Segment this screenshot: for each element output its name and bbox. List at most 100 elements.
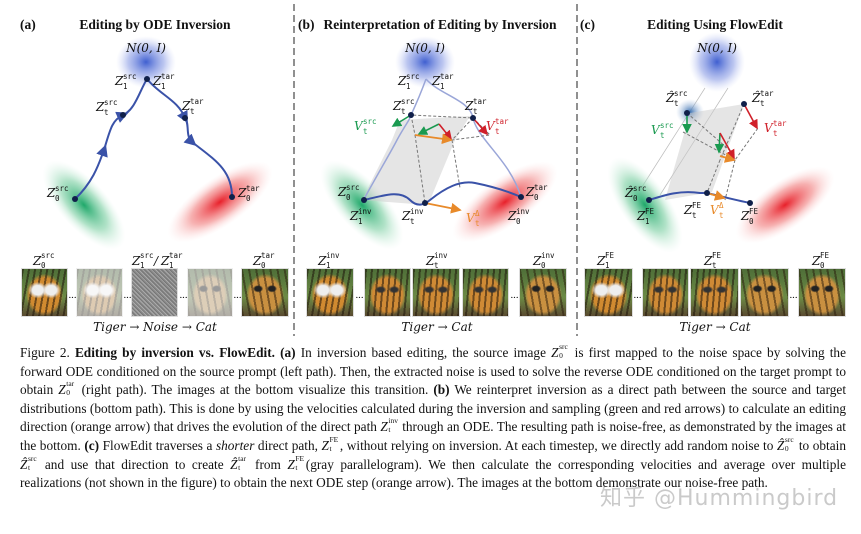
svg-text:Z: Z — [32, 254, 42, 268]
svg-text:0: 0 — [633, 194, 638, 203]
svg-text:1: 1 — [440, 82, 445, 91]
svg-text:FE: FE — [605, 251, 615, 260]
svg-text:Z: Z — [152, 74, 162, 88]
intermediate-image — [462, 268, 509, 317]
svg-text:Z: Z — [401, 209, 411, 223]
svg-text:Z: Z — [131, 254, 141, 268]
svg-text:Z: Z — [181, 99, 191, 113]
source-distribution — [607, 157, 683, 253]
svg-text:Ẑ: Ẑ — [665, 90, 675, 105]
svg-text:0: 0 — [749, 217, 754, 226]
noise-distribution — [116, 36, 176, 88]
svg-text:FE: FE — [692, 201, 702, 210]
svg-text:Z: Z — [252, 254, 262, 268]
svg-text:V: V — [651, 123, 661, 137]
ellipsis: ··· — [633, 292, 642, 304]
edit-direction-arrow — [424, 202, 462, 214]
svg-text:V: V — [764, 121, 774, 135]
panel-c-tag: (c) — [580, 17, 595, 32]
ellipsis: ··· — [123, 292, 132, 304]
svg-text:V: V — [466, 211, 476, 225]
noise-label: N(0, I) — [125, 41, 166, 55]
ellipsis: ··· — [68, 292, 77, 304]
svg-text:t: t — [495, 127, 500, 136]
panel-b-tag: (b) — [298, 17, 315, 32]
svg-text:Z: Z — [596, 254, 606, 268]
source-distribution — [42, 160, 126, 250]
svg-text:Z: Z — [114, 74, 124, 88]
svg-text:src: src — [660, 121, 674, 130]
svg-text:0: 0 — [246, 194, 251, 203]
svg-text:Z: Z — [507, 209, 517, 223]
forward-path — [74, 78, 148, 200]
svg-text:inv: inv — [516, 207, 530, 216]
edited-image — [798, 268, 846, 317]
ellipsis: ··· — [233, 292, 242, 304]
noise-label: N(0, I) — [696, 41, 737, 55]
svg-text:Z: Z — [525, 185, 535, 199]
svg-text:src: src — [633, 184, 647, 193]
svg-text:src: src — [674, 89, 688, 98]
svg-text:tar: tar — [495, 117, 509, 126]
svg-text:inv: inv — [326, 251, 340, 260]
svg-text:tar: tar — [261, 251, 275, 260]
svg-text:inv: inv — [434, 251, 448, 260]
svg-text:inv: inv — [410, 207, 424, 216]
svg-text:Z: Z — [392, 99, 402, 113]
svg-text:t: t — [760, 99, 765, 108]
edit-direction-arrow — [414, 133, 453, 145]
velocity-src-arrow — [714, 132, 725, 154]
svg-text:Ẑ: Ẑ — [751, 90, 761, 105]
velocity-tar-arrow — [743, 103, 758, 130]
intermediate-image — [642, 268, 689, 317]
noise-image — [131, 268, 178, 317]
svg-text:Δ: Δ — [475, 209, 480, 218]
svg-text:1: 1 — [326, 261, 331, 270]
svg-text:1: 1 — [140, 261, 145, 270]
tiger-image — [21, 268, 68, 317]
svg-text:0: 0 — [55, 194, 60, 203]
noise-distribution — [395, 36, 455, 88]
svg-text:FE: FE — [820, 251, 830, 260]
source-distribution — [320, 160, 404, 250]
svg-text:0: 0 — [534, 193, 539, 202]
svg-text:1: 1 — [123, 82, 128, 91]
svg-text:FE: FE — [749, 207, 759, 216]
svg-text:inv: inv — [541, 251, 555, 260]
gray-parallelogram — [362, 116, 470, 205]
svg-text:Z: Z — [397, 74, 407, 88]
svg-text:t: t — [473, 107, 478, 116]
partially-noised-image — [76, 268, 123, 317]
caption-title: Editing by inversion vs. FlowEdit. — [74, 345, 275, 360]
svg-text:t: t — [104, 108, 109, 117]
intermediate-image — [412, 268, 460, 317]
